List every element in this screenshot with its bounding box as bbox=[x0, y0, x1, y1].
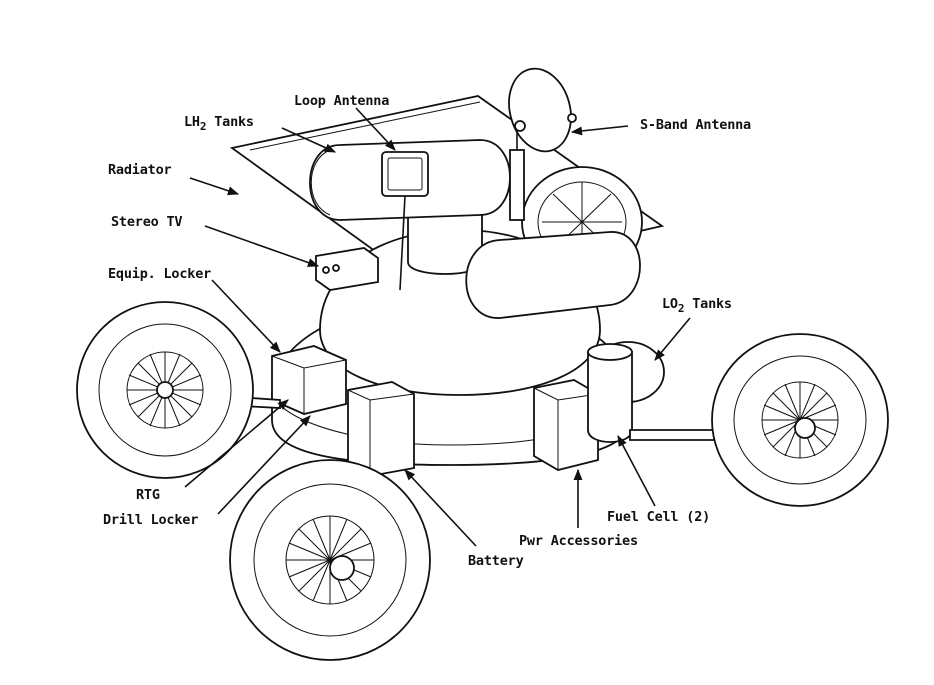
label-s-band-antenna: S-Band Antenna bbox=[640, 117, 751, 133]
label-lo2-suffix: Tanks bbox=[684, 296, 732, 312]
leader-lines bbox=[184, 107, 691, 547]
battery-box bbox=[347, 381, 415, 477]
wheel-bottom-left bbox=[229, 459, 431, 661]
pwr-accessories-box bbox=[533, 379, 599, 471]
label-radiator: Radiator bbox=[108, 162, 172, 178]
label-fuel-cell: Fuel Cell (2) bbox=[607, 509, 711, 525]
label-lh2-tanks: LH2 Tanks bbox=[184, 114, 254, 133]
wheel-front-right bbox=[711, 333, 889, 507]
label-loop-antenna: Loop Antenna bbox=[294, 93, 390, 109]
label-lh2-sub: 2 bbox=[199, 120, 207, 133]
fuel-cell bbox=[587, 343, 633, 443]
s-band-antenna bbox=[508, 67, 577, 221]
label-lh2-prefix: LH bbox=[184, 114, 200, 130]
stereo-tv bbox=[315, 247, 379, 291]
label-pwr-accessories: Pwr Accessories bbox=[519, 533, 638, 549]
label-lo2-tanks: LO2 Tanks bbox=[662, 296, 732, 315]
label-lo2-sub: 2 bbox=[677, 302, 685, 315]
label-stereo-tv: Stereo TV bbox=[111, 214, 183, 230]
loop-antenna bbox=[381, 151, 429, 291]
label-lo2-prefix: LO bbox=[662, 296, 678, 312]
label-battery: Battery bbox=[468, 553, 524, 569]
wheel-front-left bbox=[76, 301, 254, 479]
label-lh2-suffix: Tanks bbox=[206, 114, 254, 130]
label-equip-locker: Equip. Locker bbox=[108, 266, 212, 282]
label-drill-locker: Drill Locker bbox=[103, 512, 199, 528]
label-rtg: RTG bbox=[136, 487, 160, 503]
